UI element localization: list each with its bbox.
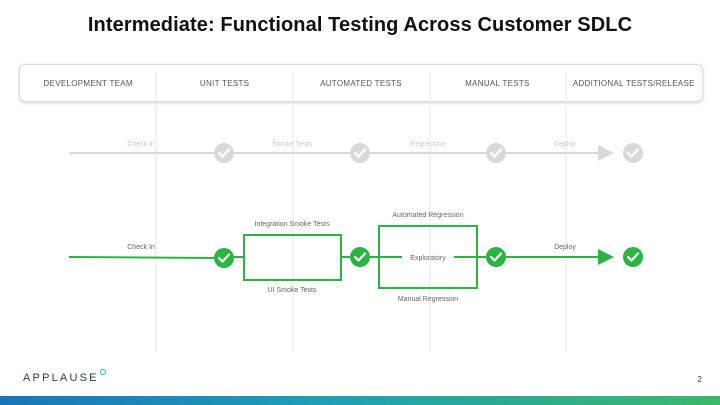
check-circle-icon [486, 247, 506, 267]
logo-ring-icon [99, 369, 106, 375]
column-automated-tests: AUTOMATED TESTS [320, 78, 402, 88]
automated-manual-tests-box [378, 225, 478, 289]
label-exploratory: Exploratory [410, 255, 446, 262]
legacy-label-check-in: Check In [127, 141, 155, 148]
column-dividers [155, 72, 567, 352]
check-circle-icon [214, 248, 234, 268]
logo-text: APPLAUSE [23, 372, 99, 384]
legacy-flow: Check In Smoke Tests Regression Deploy [69, 141, 643, 163]
check-circle-icon [350, 143, 370, 163]
footer-gradient-band [0, 396, 720, 405]
applause-logo: APPLAUSE [23, 369, 106, 384]
column-manual-tests: MANUAL TESTS [465, 78, 530, 88]
page-number: 2 [697, 375, 702, 384]
slide-title: Intermediate: Functional Testing Across … [87, 14, 633, 36]
check-circle-icon [350, 247, 370, 267]
improved-flow: Check In Integration Smoke Tests UI Smok… [68, 212, 643, 303]
label-deploy: Deploy [554, 244, 576, 251]
check-circle-icon [623, 143, 643, 163]
unit-tests-box [243, 234, 342, 281]
column-header-bar: DEVELOPMENT TEAM UNIT TESTS AUTOMATED TE… [19, 64, 703, 102]
label-integration-smoke-tests: Integration Smoke Tests [255, 221, 330, 228]
label-automated-regression: Automated Regression [392, 212, 463, 219]
legacy-label-deploy: Deploy [554, 141, 576, 148]
legacy-label-smoke-tests: Smoke Tests [272, 141, 312, 148]
check-circle-icon [214, 143, 234, 163]
legacy-label-regression: Regression [410, 141, 446, 148]
check-circle-icon [623, 247, 643, 267]
label-manual-regression: Manual Regression [398, 296, 458, 303]
check-circle-icon [486, 143, 506, 163]
column-additional-tests-release: ADDITIONAL TESTS/RELEASE [572, 78, 695, 88]
flow-segment-start [68, 256, 215, 259]
column-unit-tests: UNIT TESTS [199, 78, 250, 88]
label-check-in: Check In [127, 244, 155, 251]
column-development-team: DEVELOPMENT TEAM [43, 78, 133, 88]
label-ui-smoke-tests: UI Smoke Tests [268, 287, 317, 294]
